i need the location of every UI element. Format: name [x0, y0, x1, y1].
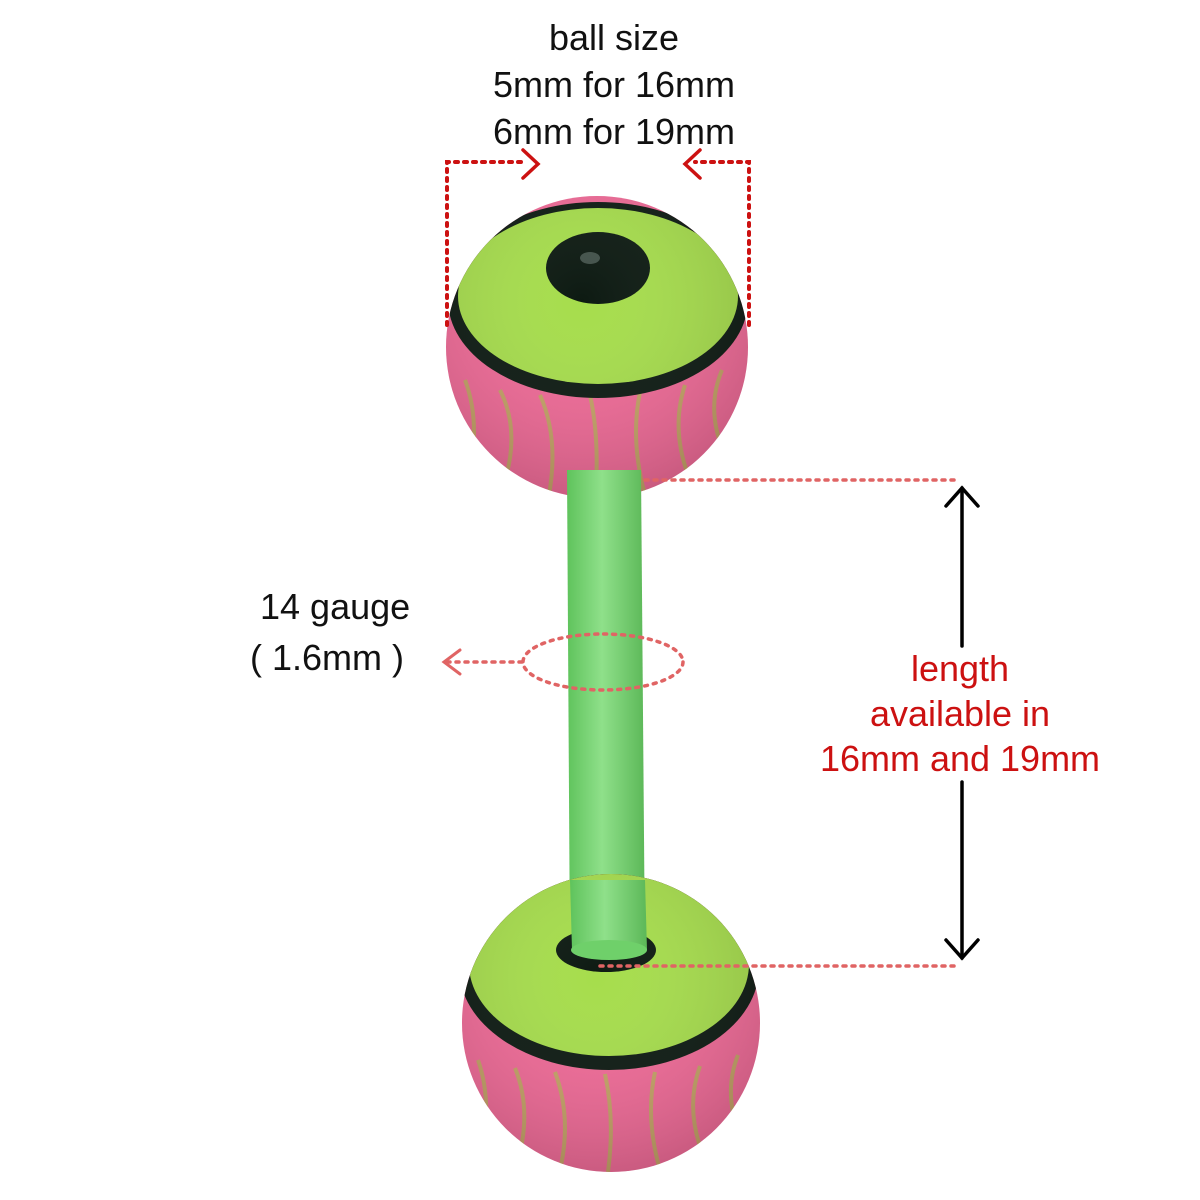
barbell-shaft: [567, 470, 645, 958]
ball-size-arrow-left: [521, 148, 541, 180]
ball-size-arrow-right: [682, 148, 702, 180]
top-ball: [446, 196, 748, 498]
ball-size-line1: 5mm for 16mm: [492, 64, 736, 105]
length-line3: 16mm and 19mm: [819, 738, 1101, 779]
length-line2: available in: [869, 693, 1051, 734]
gauge-line2: ( 1.6mm ): [250, 637, 405, 678]
length-line1: length: [910, 648, 1010, 689]
length-guide-lines: [598, 478, 962, 968]
gauge-indicator: [441, 632, 685, 692]
ball-size-title: ball size: [548, 17, 680, 58]
ball-size-dimension: [445, 160, 751, 327]
gauge-line1: 14 gauge: [260, 586, 411, 627]
ball-size-label: ball size 5mm for 16mm 6mm for 19mm: [434, 14, 794, 155]
length-arrow: [944, 485, 980, 961]
length-label: length available in 16mm and 19mm: [780, 646, 1140, 781]
ball-size-line2: 6mm for 19mm: [492, 111, 736, 152]
bottom-ball: [462, 874, 760, 1172]
gauge-label: 14 gauge ( 1.6mm ): [250, 584, 410, 686]
